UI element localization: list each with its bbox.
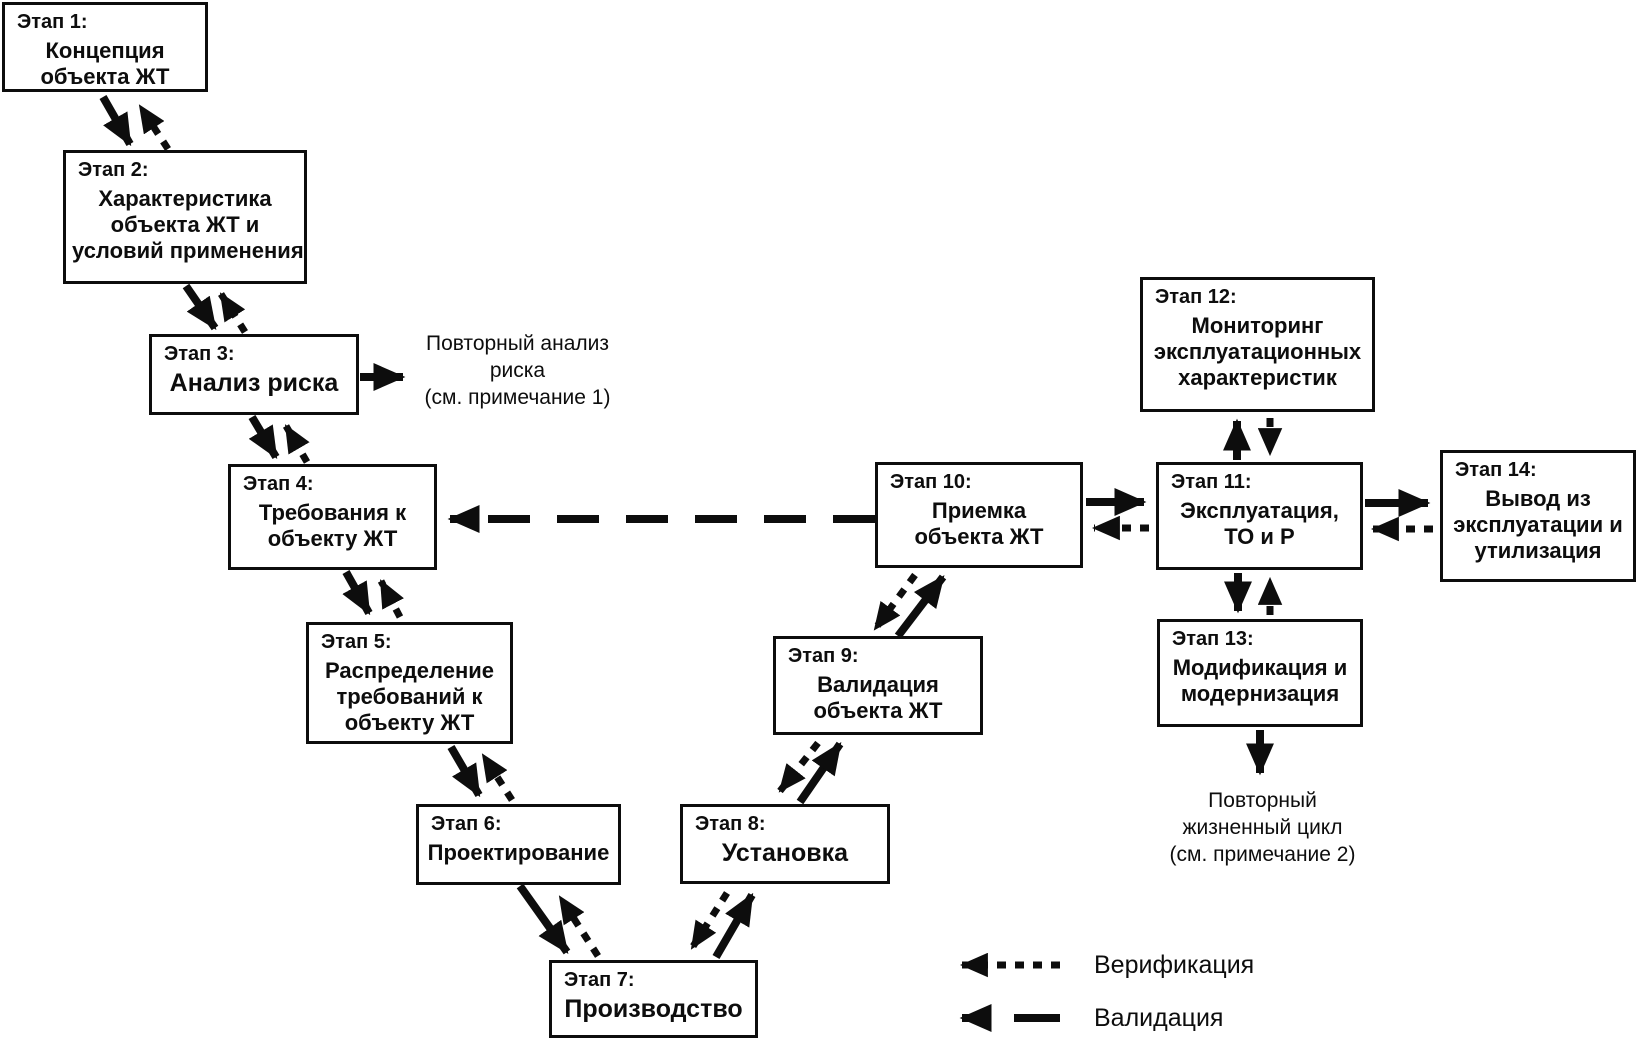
stage-9-label: Этап 9: [788,645,859,667]
stage-4-label: Этап 4: [243,473,314,495]
stage-box-1: Этап 1: Концепция объекта ЖТ [2,2,208,92]
stage-box-2: Этап 2: Характеристика объекта ЖТ и усло… [63,150,307,284]
stage-10-label: Этап 10: [890,471,972,493]
stage-8-label: Этап 8: [695,813,766,835]
stage-12-title: Мониторинг эксплуатационных характеристи… [1153,313,1362,390]
stage-13-title: Модификация и модернизация [1172,655,1348,706]
stage-1-title: Концепция объекта ЖТ [40,38,170,89]
stage-box-3: Этап 3: Анализ риска [149,334,359,415]
stage-2-title: Характеристика объекта ЖТ и условий прим… [72,186,304,263]
flow-arrow-7-8 [712,892,756,960]
legend-verification-label: Верификация [1094,950,1255,979]
stage-14-title: Вывод из эксплуатации и утилизация [1453,486,1623,563]
legend-verification: Верификация [950,947,1254,983]
stage-7-title: Производство [564,995,743,1023]
stage-9-title: Валидация объекта ЖТ [813,672,943,723]
stage-8-title: Установка [721,839,849,867]
flow-arrow-6-7 [516,883,571,955]
stage-3-label: Этап 3: [164,343,235,365]
stage-box-4: Этап 4: Требования к объекту ЖТ [228,464,437,570]
stage-box-11: Этап 11: Эксплуатация, ТО и Р [1156,462,1363,570]
stage-box-7: Этап 7: Производство [549,960,758,1038]
stage-5-title: Распределение требований к объекту ЖТ [325,658,494,735]
stage-box-6: Этап 6: Проектирование [416,804,621,885]
risk-reanalysis-note: Повторный анализ риска (см. примечание 1… [424,332,611,409]
validation-arrow-icon [959,1004,1060,1032]
stage-box-13: Этап 13: Модификация и модернизация [1157,619,1363,727]
stage-box-5: Этап 5: Распределение требований к объек… [306,622,513,744]
verification-arrow-3-2 [218,292,248,334]
legend-validation: Валидация [950,1000,1223,1036]
verification-arrow-4-3 [282,424,311,464]
verification-arrow-8-7 [689,891,730,950]
stage-box-12: Этап 12: Мониторинг эксплуатационных хар… [1140,277,1375,412]
stage-7-label: Этап 7: [564,969,635,991]
stage-box-8: Этап 8: Установка [680,804,890,884]
verification-arrow-5-4 [377,579,404,619]
stage-6-title: Проектирование [427,840,610,865]
stage-11-label: Этап 11: [1171,471,1252,493]
flow-arrow-2-3 [182,283,219,331]
flow-arrow-9-10 [894,574,947,639]
legend-validation-label: Валидация [1094,1003,1224,1032]
verification-arrow-icon [959,952,1060,978]
stage-box-9: Этап 9: Валидация объекта ЖТ [773,636,983,735]
stage-13-label: Этап 13: [1172,628,1254,650]
flow-arrow-5-6 [447,744,483,798]
repeat-lifecycle-note: Повторный жизненный цикл (см. примечание… [1169,789,1356,866]
flow-arrow-1-2 [99,95,134,147]
verification-arrow-7-6 [557,895,601,958]
stage-3-title: Анализ риска [169,369,339,397]
stage-5-label: Этап 5: [321,631,392,653]
stage-14-label: Этап 14: [1455,459,1537,481]
stage-10-title: Приемка объекта ЖТ [914,498,1044,549]
verification-arrow-2-1 [137,104,171,151]
stage-box-10: Этап 10: Приемка объекта ЖТ [875,462,1083,568]
stage-1-label: Этап 1: [17,11,88,33]
stage-4-title: Требования к объекту ЖТ [258,500,407,551]
stage-box-14: Этап 14: Вывод из эксплуатации и утилиза… [1440,450,1636,582]
flow-arrow-3-4 [248,414,280,460]
verification-arrow-6-5 [480,753,515,802]
stage-11-title: Эксплуатация, ТО и Р [1180,498,1339,549]
stage-6-label: Этап 6: [431,813,502,835]
stage-12-label: Этап 12: [1155,286,1237,308]
verification-arrow-10-9 [872,572,918,632]
stage-2-label: Этап 2: [78,159,149,181]
flow-arrow-4-5 [342,570,373,616]
flow-arrow-8-9 [796,741,844,805]
